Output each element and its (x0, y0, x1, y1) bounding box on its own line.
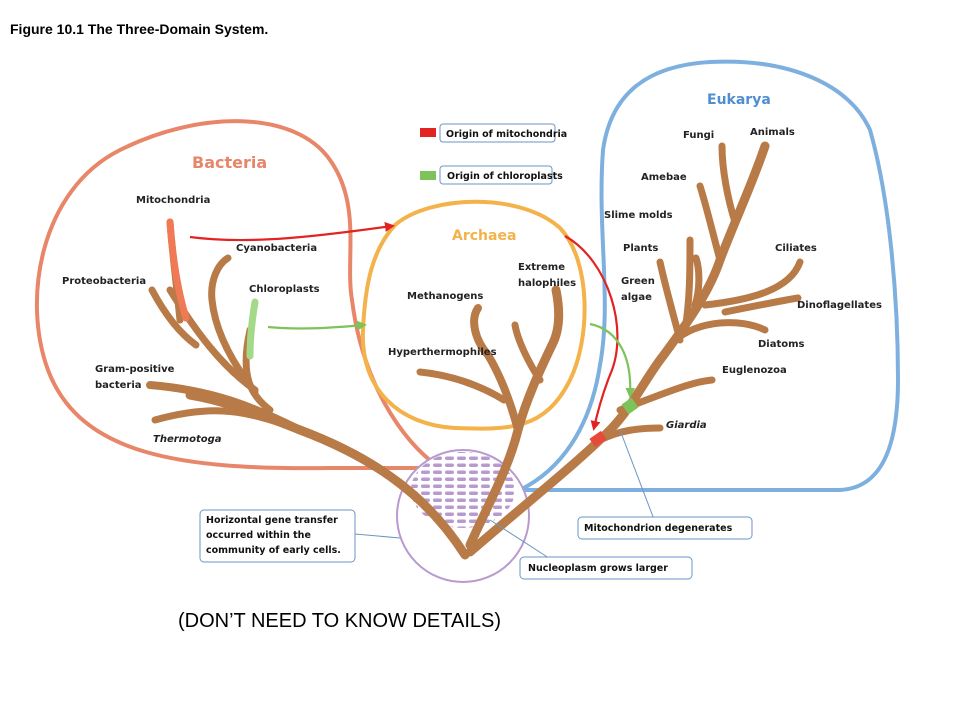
archaea-domain-label: Archaea (452, 228, 516, 244)
label-hyperthermophiles: Hyperthermophiles (388, 347, 497, 358)
label-diatoms: Diatoms (758, 339, 805, 350)
nucleoplasm-connector (489, 519, 553, 561)
eukarya-domain-label: Eukarya (707, 92, 771, 108)
hgt-callout-line1: Horizontal gene transfer (206, 515, 338, 526)
label-thermotoga: Thermotoga (153, 434, 222, 445)
label-chloroplasts: Chloroplasts (249, 284, 320, 295)
mitochondria-to-eukarya-arrow (564, 235, 619, 431)
mitochondria-branch-highlight (166, 218, 190, 322)
mito-degenerates-box (577, 516, 753, 540)
label-mitochondria: Mitochondria (136, 195, 210, 206)
label-fungi: Fungi (683, 130, 714, 141)
label-proteobacteria: Proteobacteria (62, 276, 146, 287)
label-amebae: Amebae (641, 172, 687, 183)
chloroplast-branch-highlight (246, 298, 259, 360)
archaea-domain-outline (360, 199, 587, 431)
hgt-callout-line3: community of early cells. (206, 545, 341, 556)
mito-degenerates-connector (619, 429, 656, 523)
mitochondria-legend-label: Origin of mitochondria (446, 129, 567, 140)
label-extreme-line1: Extreme (518, 262, 565, 273)
archaea-branches (416, 285, 564, 550)
label-plants: Plants (623, 243, 658, 254)
nucleoplasm-box (519, 556, 693, 580)
eukarya-domain-outline (519, 59, 901, 492)
label-ciliates: Ciliates (775, 243, 817, 254)
mitochondria-event-marker (589, 430, 607, 448)
chloroplast-origin-arrow (267, 320, 367, 331)
chloroplast-legend-box (439, 165, 553, 185)
chloroplast-to-eukarya-arrow (589, 322, 636, 398)
label-gram-positive-line1: Gram-positive (95, 364, 175, 375)
chloroplast-legend-swatch (420, 171, 436, 180)
label-slime-molds: Slime molds (604, 210, 673, 221)
label-extreme-line2: halophiles (518, 278, 576, 289)
chloroplast-legend-label: Origin of chloroplasts (447, 171, 563, 182)
figure-title: Figure 10.1 The Three-Domain System. (10, 21, 268, 37)
hgt-callout-box (199, 509, 356, 563)
mitochondria-legend-swatch (420, 128, 436, 137)
details-note: (DON’T NEED TO KNOW DETAILS) (178, 610, 501, 632)
chloroplast-event-marker (621, 397, 639, 415)
mito-degenerates-label: Mitochondrion degenerates (584, 523, 733, 534)
hgt-connector (354, 533, 401, 539)
hgt-callout-line2: occurred within the (206, 530, 311, 541)
label-dinoflagellates: Dinoflagellates (797, 300, 882, 311)
label-giardia: Giardia (666, 420, 707, 431)
label-animals: Animals (750, 127, 795, 138)
nucleoplasm-label: Nucleoplasm grows larger (528, 563, 668, 574)
label-cyanobacteria: Cyanobacteria (236, 243, 317, 254)
bacteria-domain-label: Bacteria (192, 153, 267, 172)
label-gram-positive-line2: bacteria (95, 380, 142, 391)
mitochondria-origin-arrow (189, 222, 395, 242)
label-euglenozoa: Euglenozoa (722, 365, 787, 376)
label-green-algae-line2: algae (621, 292, 652, 303)
label-methanogens: Methanogens (407, 291, 483, 302)
mitochondria-legend-box (439, 123, 556, 143)
label-green-algae-line1: Green (621, 276, 655, 287)
